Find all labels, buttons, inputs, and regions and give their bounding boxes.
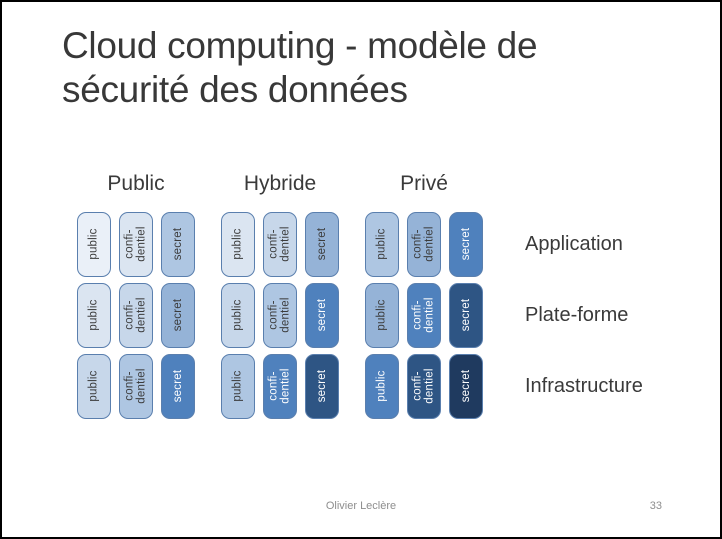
pill-group-plateforme-hybride: public confi- dentiel secret [221,283,339,348]
pill-public: public [365,283,399,348]
pill-confidentiel: confi- dentiel [263,354,297,419]
pill-label: public [87,299,100,332]
pill-secret: secret [305,283,339,348]
pill-secret: secret [305,212,339,277]
pill-public: public [365,212,399,277]
pill-secret: secret [449,283,483,348]
pill-label: public [375,228,388,261]
pill-label: secret [315,299,328,332]
pill-label: confi- dentiel [267,297,293,334]
pill-public: public [77,283,111,348]
pill-confidentiel: confi- dentiel [263,212,297,277]
row-label-application: Application [525,233,623,255]
pill-secret: secret [449,212,483,277]
pill-label: secret [459,299,472,332]
pill-confidentiel: confi- dentiel [407,354,441,419]
pill-public: public [77,212,111,277]
pill-secret: secret [161,283,195,348]
matrix-row-application: public confi- dentiel secret public conf… [77,212,643,277]
pill-group-plateforme-prive: public confi- dentiel secret [365,283,483,348]
row-label-plateforme: Plate-forme [525,304,629,326]
pill-secret: secret [161,212,195,277]
pill-public: public [221,212,255,277]
pill-label: secret [171,228,184,261]
pill-confidentiel: confi- dentiel [263,283,297,348]
pill-secret: secret [449,354,483,419]
pill-confidentiel: confi- dentiel [407,212,441,277]
pill-label: public [87,370,100,403]
pill-label: confi- dentiel [267,226,293,263]
pill-group-application-prive: public confi- dentiel secret [365,212,483,277]
pill-label: secret [459,228,472,261]
pill-label: secret [315,228,328,261]
pill-confidentiel: confi- dentiel [407,283,441,348]
pill-confidentiel: confi- dentiel [119,212,153,277]
pill-group-infrastructure-public: public confi- dentiel secret [77,354,195,419]
pill-label: confi- dentiel [411,297,437,334]
pill-group-application-hybride: public confi- dentiel secret [221,212,339,277]
deployment-headers: Public Hybride Privé [77,172,643,196]
pill-public: public [365,354,399,419]
pill-label: secret [459,370,472,403]
pill-label: confi- dentiel [123,226,149,263]
pill-label: public [375,370,388,403]
pill-label: secret [315,370,328,403]
footer-author: Olivier Leclère [325,500,397,512]
pill-group-infrastructure-prive: public confi- dentiel secret [365,354,483,419]
pill-label: confi- dentiel [267,368,293,405]
pill-confidentiel: confi- dentiel [119,283,153,348]
pill-confidentiel: confi- dentiel [119,354,153,419]
page-number: 33 [649,500,662,512]
matrix-row-plateforme: public confi- dentiel secret public conf… [77,283,643,348]
matrix-row-infrastructure: public confi- dentiel secret public conf… [77,354,643,419]
pill-public: public [77,354,111,419]
pill-secret: secret [305,354,339,419]
pill-label: public [87,228,100,261]
pill-secret: secret [161,354,195,419]
pill-label: public [231,299,244,332]
pill-group-plateforme-public: public confi- dentiel secret [77,283,195,348]
pill-group-application-public: public confi- dentiel secret [77,212,195,277]
pill-label: public [375,299,388,332]
column-header-prive: Privé [400,172,448,195]
security-matrix: Public Hybride Privé public confi- denti… [77,172,643,419]
column-header-public: Public [107,172,165,195]
row-label-infrastructure: Infrastructure [525,375,643,397]
pill-public: public [221,283,255,348]
pill-public: public [221,354,255,419]
pill-label: confi- dentiel [123,368,149,405]
pill-label: public [231,370,244,403]
slide-title: Cloud computing - modèle de sécurité des… [62,25,538,110]
pill-label: secret [171,370,184,403]
pill-group-infrastructure-hybride: public confi- dentiel secret [221,354,339,419]
pill-label: confi- dentiel [411,368,437,405]
column-header-hybride: Hybride [243,172,317,195]
pill-label: confi- dentiel [411,226,437,263]
pill-label: public [231,228,244,261]
pill-label: secret [171,299,184,332]
pill-label: confi- dentiel [123,297,149,334]
